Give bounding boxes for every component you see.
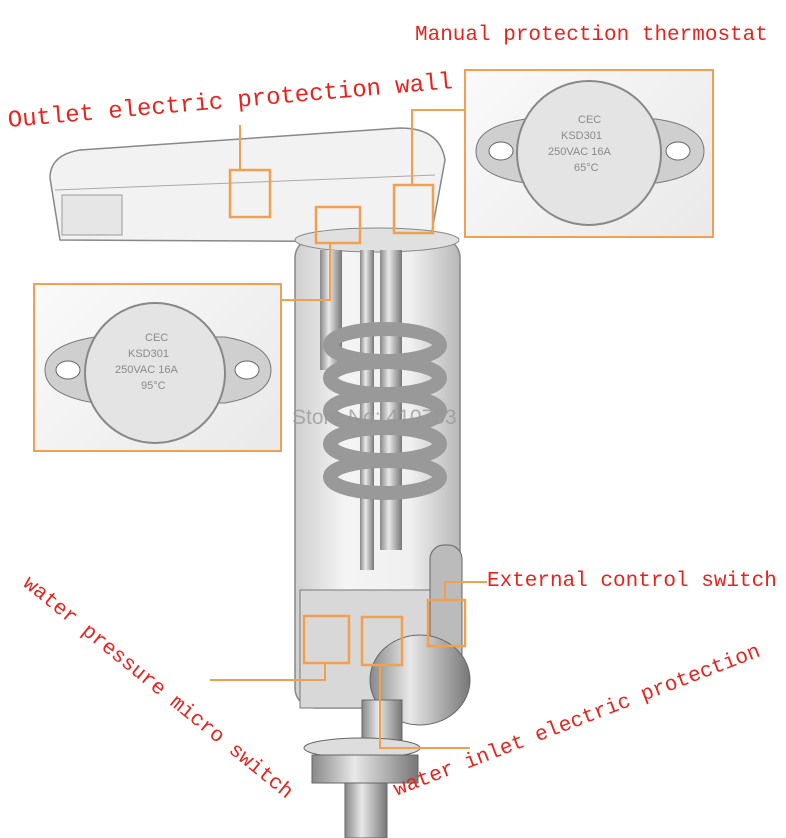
thermostat-model: KSD301 <box>561 130 602 142</box>
mount-hole-icon <box>55 360 81 380</box>
mount-hole-icon <box>234 360 260 380</box>
heating-coil <box>323 322 447 500</box>
heater-base <box>299 544 471 838</box>
highlight-boxes <box>228 168 467 667</box>
thermostat-brand: CEC <box>145 332 168 344</box>
mount-hole-icon <box>488 141 514 161</box>
leader-lines <box>210 109 487 749</box>
mount-hole-icon <box>665 141 691 161</box>
store-watermark: Store No: 410753 <box>292 406 457 429</box>
spout <box>49 127 446 243</box>
thermostat-inset-left: CEC KSD301 250VAC 16A 95°C <box>33 283 282 452</box>
label-manual-thermostat: Manual protection thermostat <box>415 24 768 47</box>
thermostat-temp: 65°C <box>574 162 599 174</box>
thermostat-inset-right: CEC KSD301 250VAC 16A 65°C <box>464 69 714 238</box>
thermostat-model: KSD301 <box>128 348 169 360</box>
thermostat-rating: 250VAC 16A <box>548 146 611 158</box>
thermostat-temp: 95°C <box>141 380 166 392</box>
thermostat-rating: 250VAC 16A <box>115 364 178 376</box>
label-external-switch: External control switch <box>487 570 777 593</box>
thermostat-brand: CEC <box>578 114 601 126</box>
